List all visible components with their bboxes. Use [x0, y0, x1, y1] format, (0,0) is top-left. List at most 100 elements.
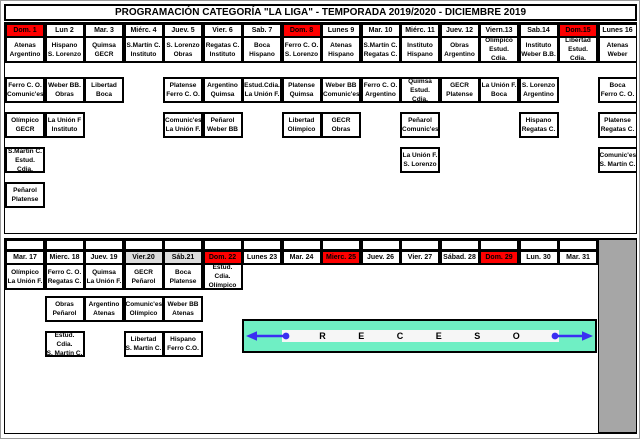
team-name: Weber B.B.: [521, 50, 556, 58]
team-name: S. Lorenzo: [521, 82, 556, 89]
team-name: Ferro C. O.: [47, 268, 82, 276]
team-name: Argentino: [207, 82, 238, 89]
team-name: S.Martín C.: [8, 147, 42, 155]
spacer-cell: [163, 239, 203, 251]
team-name: Obras: [450, 41, 469, 49]
team-name: Hispano: [170, 336, 196, 343]
team-name: Olímpico: [287, 126, 316, 133]
spacer-cell: [558, 239, 598, 251]
team-name: Hispano: [328, 50, 354, 58]
team-name: Instituto: [525, 41, 552, 49]
team-name: Instituto: [407, 41, 433, 49]
team-name: Libertad: [130, 336, 157, 343]
spacer-cell: [202, 239, 243, 251]
team-name: Ferro C. O.: [363, 82, 398, 89]
team-name: Estud. Cdia.: [568, 46, 588, 62]
team-name: La Unión F.: [7, 277, 43, 285]
team-name: Quimsa: [92, 41, 116, 49]
team-name: Argentino: [444, 50, 475, 58]
team-name: La Unión F.: [402, 152, 438, 159]
day-cell: Lunes 23: [242, 250, 282, 265]
team-name: Platense: [288, 82, 315, 89]
team-name: Boca: [254, 41, 270, 49]
team-name: La Unión F.: [244, 91, 280, 98]
spacer-cell: [281, 239, 322, 251]
spacer-cell: [439, 239, 480, 251]
team-name: Obras: [331, 126, 351, 133]
team-name: Libertad: [565, 37, 591, 44]
team-name: S. Lorenzo: [47, 50, 82, 58]
team-name: Boca: [609, 82, 626, 89]
team-name: Platense: [604, 117, 631, 124]
team-name: Peñarol: [408, 117, 432, 124]
team-name: Weber BB: [325, 82, 357, 89]
team-name: Atenas: [330, 41, 352, 49]
team-name: Hispano: [249, 50, 275, 58]
spacer-cell: [360, 239, 401, 251]
match-box: Ferro C. O.Argentino: [360, 77, 401, 103]
team-name: Olímpico: [208, 282, 237, 289]
team-name: S.Martín C.: [126, 41, 161, 49]
team-name: Platense: [446, 91, 473, 98]
team-name: Quimsa: [210, 91, 235, 98]
team-name: Hispano: [51, 41, 78, 49]
team-name: Atenas: [172, 310, 194, 317]
team-name: Argentino: [9, 50, 41, 58]
team-name: S. Martín C.: [46, 349, 83, 357]
team-name: Quimsa: [289, 91, 314, 98]
team-name: Peñarol: [13, 187, 37, 194]
receso-arrows-icon: [246, 331, 593, 341]
team-name: Boca: [175, 268, 191, 276]
team-name: Boca: [96, 91, 112, 98]
team-name: Regatas C.: [363, 50, 398, 58]
match-box: S.Martín C.Estud. Cdia.: [5, 147, 45, 173]
spacer-cell: [5, 239, 45, 251]
team-name: Weber BB: [167, 301, 199, 308]
day-cell: Sábad. 28: [439, 250, 480, 265]
spacer-cell: [400, 239, 440, 251]
team-name: Comunic'es: [165, 117, 202, 124]
spacer-cell: [479, 239, 519, 251]
team-name: Peñarol: [52, 310, 77, 317]
team-name: S. Lorenzo: [284, 50, 319, 58]
match-box: La Unión F.S. Lorenzo: [400, 147, 440, 173]
team-name: Peñarol: [131, 277, 156, 285]
team-name: Libertad: [288, 117, 315, 124]
team-name: Hispano: [525, 117, 552, 124]
team-name: Comunic'es: [7, 91, 44, 98]
day-match-cell: Ferro C. O.S. Lorenzo: [281, 36, 322, 63]
team-name: Regatas C.: [521, 126, 556, 133]
team-name: Atenas: [606, 41, 629, 49]
team-name: Estud. Cdia.: [489, 46, 509, 62]
receso-label: R E C E S O: [319, 331, 535, 341]
team-name: Comunic'es: [125, 301, 163, 308]
spacer-cell: [518, 239, 559, 251]
team-name: GECR: [331, 117, 351, 124]
day-cell: Dom. 29: [479, 250, 519, 265]
team-name: Olímpico: [11, 268, 39, 276]
team-name: Libertad: [91, 82, 117, 89]
